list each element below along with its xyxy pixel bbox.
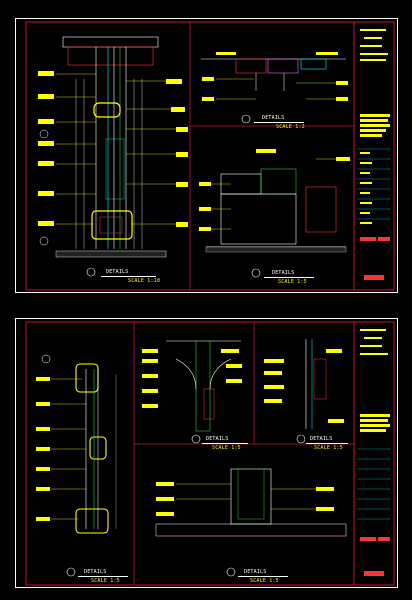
caption-title: DETAILS: [84, 569, 107, 575]
caption-scale: SCALE 1:5: [314, 445, 343, 451]
caption-scale: SCALE 1:5: [250, 578, 279, 584]
sheet-1-floor-detail: [199, 149, 350, 253]
caption-title: DETAILS: [244, 569, 267, 575]
sheet-1-red-frame: [25, 21, 395, 291]
sheet-2-red-frame: [25, 321, 395, 586]
drawing-sheet-2: DETAILS SCALE 1:5 DETAILS SCALE 1:5 DETA…: [15, 318, 398, 588]
caption-scale: SCALE 1:5: [278, 279, 307, 285]
sheet-2-base-detail: [155, 468, 347, 537]
caption-scale: SCALE 1:10: [128, 278, 161, 284]
sheet-2-joint-detail: [264, 339, 344, 429]
caption-scale: SCALE 1:5: [212, 445, 241, 451]
sheet-2-titleblock-lines: [357, 329, 391, 576]
sheet-1-titleblock-lines: [357, 29, 391, 280]
sheet-2-column-detail: [36, 354, 117, 534]
caption-scale: SCALE 1:5: [91, 578, 120, 584]
caption-scale: SCALE 1:2: [276, 124, 305, 130]
caption-title: DETAILS: [272, 270, 295, 276]
sheet-2-beam-detail: [142, 340, 242, 432]
caption-title: DETAILS: [106, 269, 129, 275]
caption-title: DETAILS: [206, 436, 229, 442]
sheet-2-drawing: [25, 321, 395, 586]
caption-title: DETAILS: [262, 115, 285, 121]
caption-title: DETAILS: [310, 436, 333, 442]
sheet-1-drawing: [25, 21, 395, 291]
drawing-sheet-1: DETAILS SCALE 1:10 DETAILS SCALE 1:2 DET…: [15, 18, 398, 293]
sheet-1-wall-section: [38, 36, 188, 258]
sheet-1-ceiling-detail: [201, 52, 348, 101]
